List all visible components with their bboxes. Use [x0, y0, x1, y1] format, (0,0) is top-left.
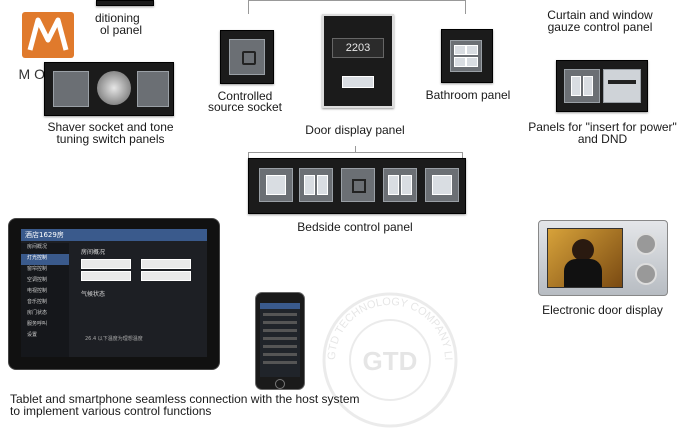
tablet-header-title: 酒店1629房 — [25, 231, 64, 239]
bath-btn-3 — [454, 57, 466, 67]
curtain-caption-2: gauze control panel — [547, 20, 653, 34]
bath-btn-1 — [454, 45, 466, 55]
connector-drop-left — [248, 0, 249, 14]
controlled-socket-panel — [220, 30, 274, 84]
bedside-module-5 — [425, 168, 459, 202]
controlled-caption-1: Controlled — [217, 89, 273, 103]
connector-bedside-right — [462, 152, 463, 158]
tablet-menu-item-6[interactable]: 房门状态 — [27, 310, 48, 316]
connector-bedside-stem — [355, 146, 356, 153]
ac-panel-caption-1: ditioning — [95, 11, 140, 25]
bedside-panel — [248, 158, 466, 214]
tablet-menu: 房间概况 灯光控制 窗帘控制 空调控制 电视控制 音乐控制 房门状态 服务呼叫 … — [21, 243, 69, 357]
insert-power-panel — [556, 60, 648, 112]
ac-panel-caption-2: ol panel — [100, 23, 143, 37]
bathroom-caption: Bathroom panel — [425, 88, 511, 102]
door-knob-bottom-icon — [635, 263, 657, 285]
tablet-menu-item-0[interactable]: 房间概况 — [27, 244, 48, 250]
bedside-btn-2a — [304, 175, 315, 195]
smartphone-device — [255, 292, 305, 390]
card-slot — [603, 69, 641, 103]
bathroom-switch — [450, 40, 482, 72]
bath-btn-2 — [466, 45, 478, 55]
bedside-module-2 — [299, 168, 333, 202]
socket-face — [229, 39, 265, 75]
bathroom-panel — [441, 29, 493, 83]
tablet-screen: 酒店1629房 房间概况 灯光控制 窗帘控制 空调控制 电视控制 音乐控制 房门… — [21, 229, 207, 357]
card-slot-opening — [608, 80, 636, 84]
connector-top — [248, 0, 466, 1]
phone-home-button-icon — [275, 379, 285, 389]
door-display-caption: Door display panel — [305, 123, 405, 137]
shaver-socket — [53, 71, 89, 107]
watermark-center-text: GTD — [363, 346, 418, 376]
logo-m-icon — [27, 17, 69, 51]
watermark-seal: GTD TECHNOLOGY COMPANY LIMITED GTD — [305, 282, 458, 428]
electronic-door-device — [538, 220, 668, 296]
tablet-menu-item-7[interactable]: 服务呼叫 — [27, 321, 48, 327]
phone-row-2 — [263, 321, 297, 324]
tablet-section-title: 房间概况 — [81, 249, 106, 256]
person-body-icon — [564, 259, 602, 287]
insert-switch — [564, 69, 600, 103]
bedside-btn-2b — [317, 175, 328, 195]
insert-power-caption-2: and DND — [577, 132, 628, 146]
connector-drop-right — [465, 0, 466, 14]
bedside-socket — [341, 168, 375, 202]
tablet-menu-item-3[interactable]: 空调控制 — [27, 277, 48, 283]
bedside-socket-icon — [352, 179, 366, 193]
insert-btn-2 — [583, 76, 593, 96]
controlled-caption-2: source socket — [207, 100, 283, 114]
tablet-footer-text: 26.4 以下温度为理想温度 — [85, 336, 143, 342]
insert-btn-1 — [571, 76, 581, 96]
bath-btn-4 — [466, 57, 478, 67]
tablet-tile-1[interactable] — [81, 259, 131, 269]
phone-row-5 — [263, 345, 297, 348]
tablet-tile-3[interactable] — [81, 271, 131, 281]
tablet-device: 酒店1629房 房间概况 灯光控制 窗帘控制 空调控制 电视控制 音乐控制 房门… — [8, 218, 220, 370]
bedside-btn-4a — [388, 175, 399, 195]
tablet-menu-item-2[interactable]: 窗帘控制 — [27, 266, 48, 272]
tablet-menu-item-8[interactable]: 设置 — [27, 332, 38, 338]
tablet-tile-4[interactable] — [141, 271, 191, 281]
bedside-module-4 — [383, 168, 417, 202]
phone-row-6 — [263, 353, 297, 356]
shaver-socket-2 — [137, 71, 169, 107]
tablet-status-label: 气候状态 — [81, 291, 106, 298]
tablet-caption-1: Tablet and smartphone seamless connectio… — [10, 392, 360, 406]
bedside-module-1 — [259, 168, 293, 202]
person-figure-icon — [572, 239, 594, 261]
phone-row-1 — [263, 313, 297, 316]
room-number-display: 2203 — [332, 38, 384, 58]
shaver-caption-1: Shaver socket and tone — [47, 120, 174, 134]
phone-row-3 — [263, 329, 297, 332]
connector-bedside-left — [248, 152, 249, 158]
tablet-menu-item-4[interactable]: 电视控制 — [27, 288, 48, 294]
tone-knob-icon — [97, 71, 131, 105]
tablet-caption-2: to implement various control functions — [10, 404, 212, 418]
shaver-panel — [44, 62, 174, 116]
bedside-btn-5 — [432, 175, 452, 195]
phone-row-7 — [263, 361, 297, 364]
phone-row-4 — [263, 337, 297, 340]
door-screen — [547, 228, 623, 288]
ac-panel-plate-fragment — [96, 0, 154, 6]
door-display-panel: 2203 — [322, 14, 394, 108]
bedside-caption: Bedside control panel — [297, 220, 413, 234]
shaver-caption-2: tuning switch panels — [56, 132, 165, 146]
door-status-indicator — [342, 76, 374, 88]
phone-screen — [260, 303, 300, 377]
tablet-menu-item-5[interactable]: 音乐控制 — [27, 299, 48, 305]
insert-power-caption-1: Panels for "insert for power" — [528, 120, 677, 134]
electronic-door-caption: Electronic door display — [542, 303, 663, 317]
bedside-btn-1 — [266, 175, 286, 195]
door-knob-top-icon — [635, 233, 657, 255]
tablet-tile-2[interactable] — [141, 259, 191, 269]
tablet-menu-item-1[interactable]: 灯光控制 — [21, 254, 69, 265]
bedside-btn-4b — [401, 175, 412, 195]
socket-holes-icon — [242, 51, 256, 65]
phone-header — [260, 303, 300, 309]
curtain-caption-1: Curtain and window — [547, 8, 653, 22]
tablet-header — [21, 229, 207, 241]
